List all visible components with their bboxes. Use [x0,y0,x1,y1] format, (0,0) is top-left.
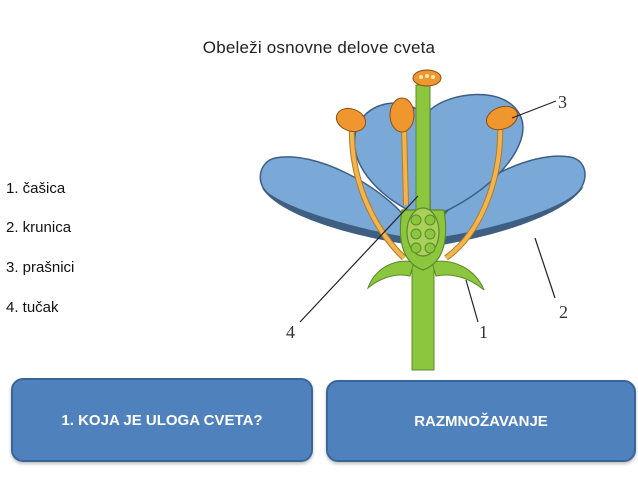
label-1: 1 [479,322,488,342]
label-2: 2 [559,302,568,322]
ovule [410,228,422,240]
leader-line-1 [465,279,479,323]
legend-item-krunica: 2. krunica [6,219,72,236]
petal-right-shade [440,186,584,245]
label-3: 3 [558,92,567,112]
legend-item-prasnici: 3. prašnici [6,259,75,276]
sepal-left [366,260,415,290]
ovule [424,214,436,226]
label-4: 4 [286,322,295,342]
filament-left-inner [349,124,406,260]
anther-right [486,105,518,131]
ovule [410,242,422,254]
leader-line-2 [534,237,556,299]
pistil [406,69,442,257]
legend-item-casica: 1. čašica [6,180,66,197]
question-button[interactable]: 1. KOJA JE ULOGA CVETA? [11,378,313,462]
stigma-dot [419,75,423,79]
stigma-dot [425,74,429,78]
stem [411,261,435,371]
pistil-style [415,84,431,216]
filament-mid-inner [402,124,408,206]
anther-left [335,107,367,133]
page-title: Obeleži osnovne delove cveta [202,38,436,57]
legend-item-tucak: 4. tučak [6,299,59,316]
filament-right-inner [444,124,503,260]
ovule [424,228,436,240]
leader-line-4 [299,195,419,323]
stamens [335,97,518,261]
ovule [424,242,436,254]
sepal-right [431,260,485,291]
stigma-dot [431,75,435,79]
answer-button[interactable]: RAZMNOŽAVANJE [326,380,636,462]
petal-left-shade [262,188,408,244]
leader-lines [299,100,557,323]
anther-mid [389,97,415,133]
ovule [410,214,422,226]
leader-line-3 [511,100,557,119]
